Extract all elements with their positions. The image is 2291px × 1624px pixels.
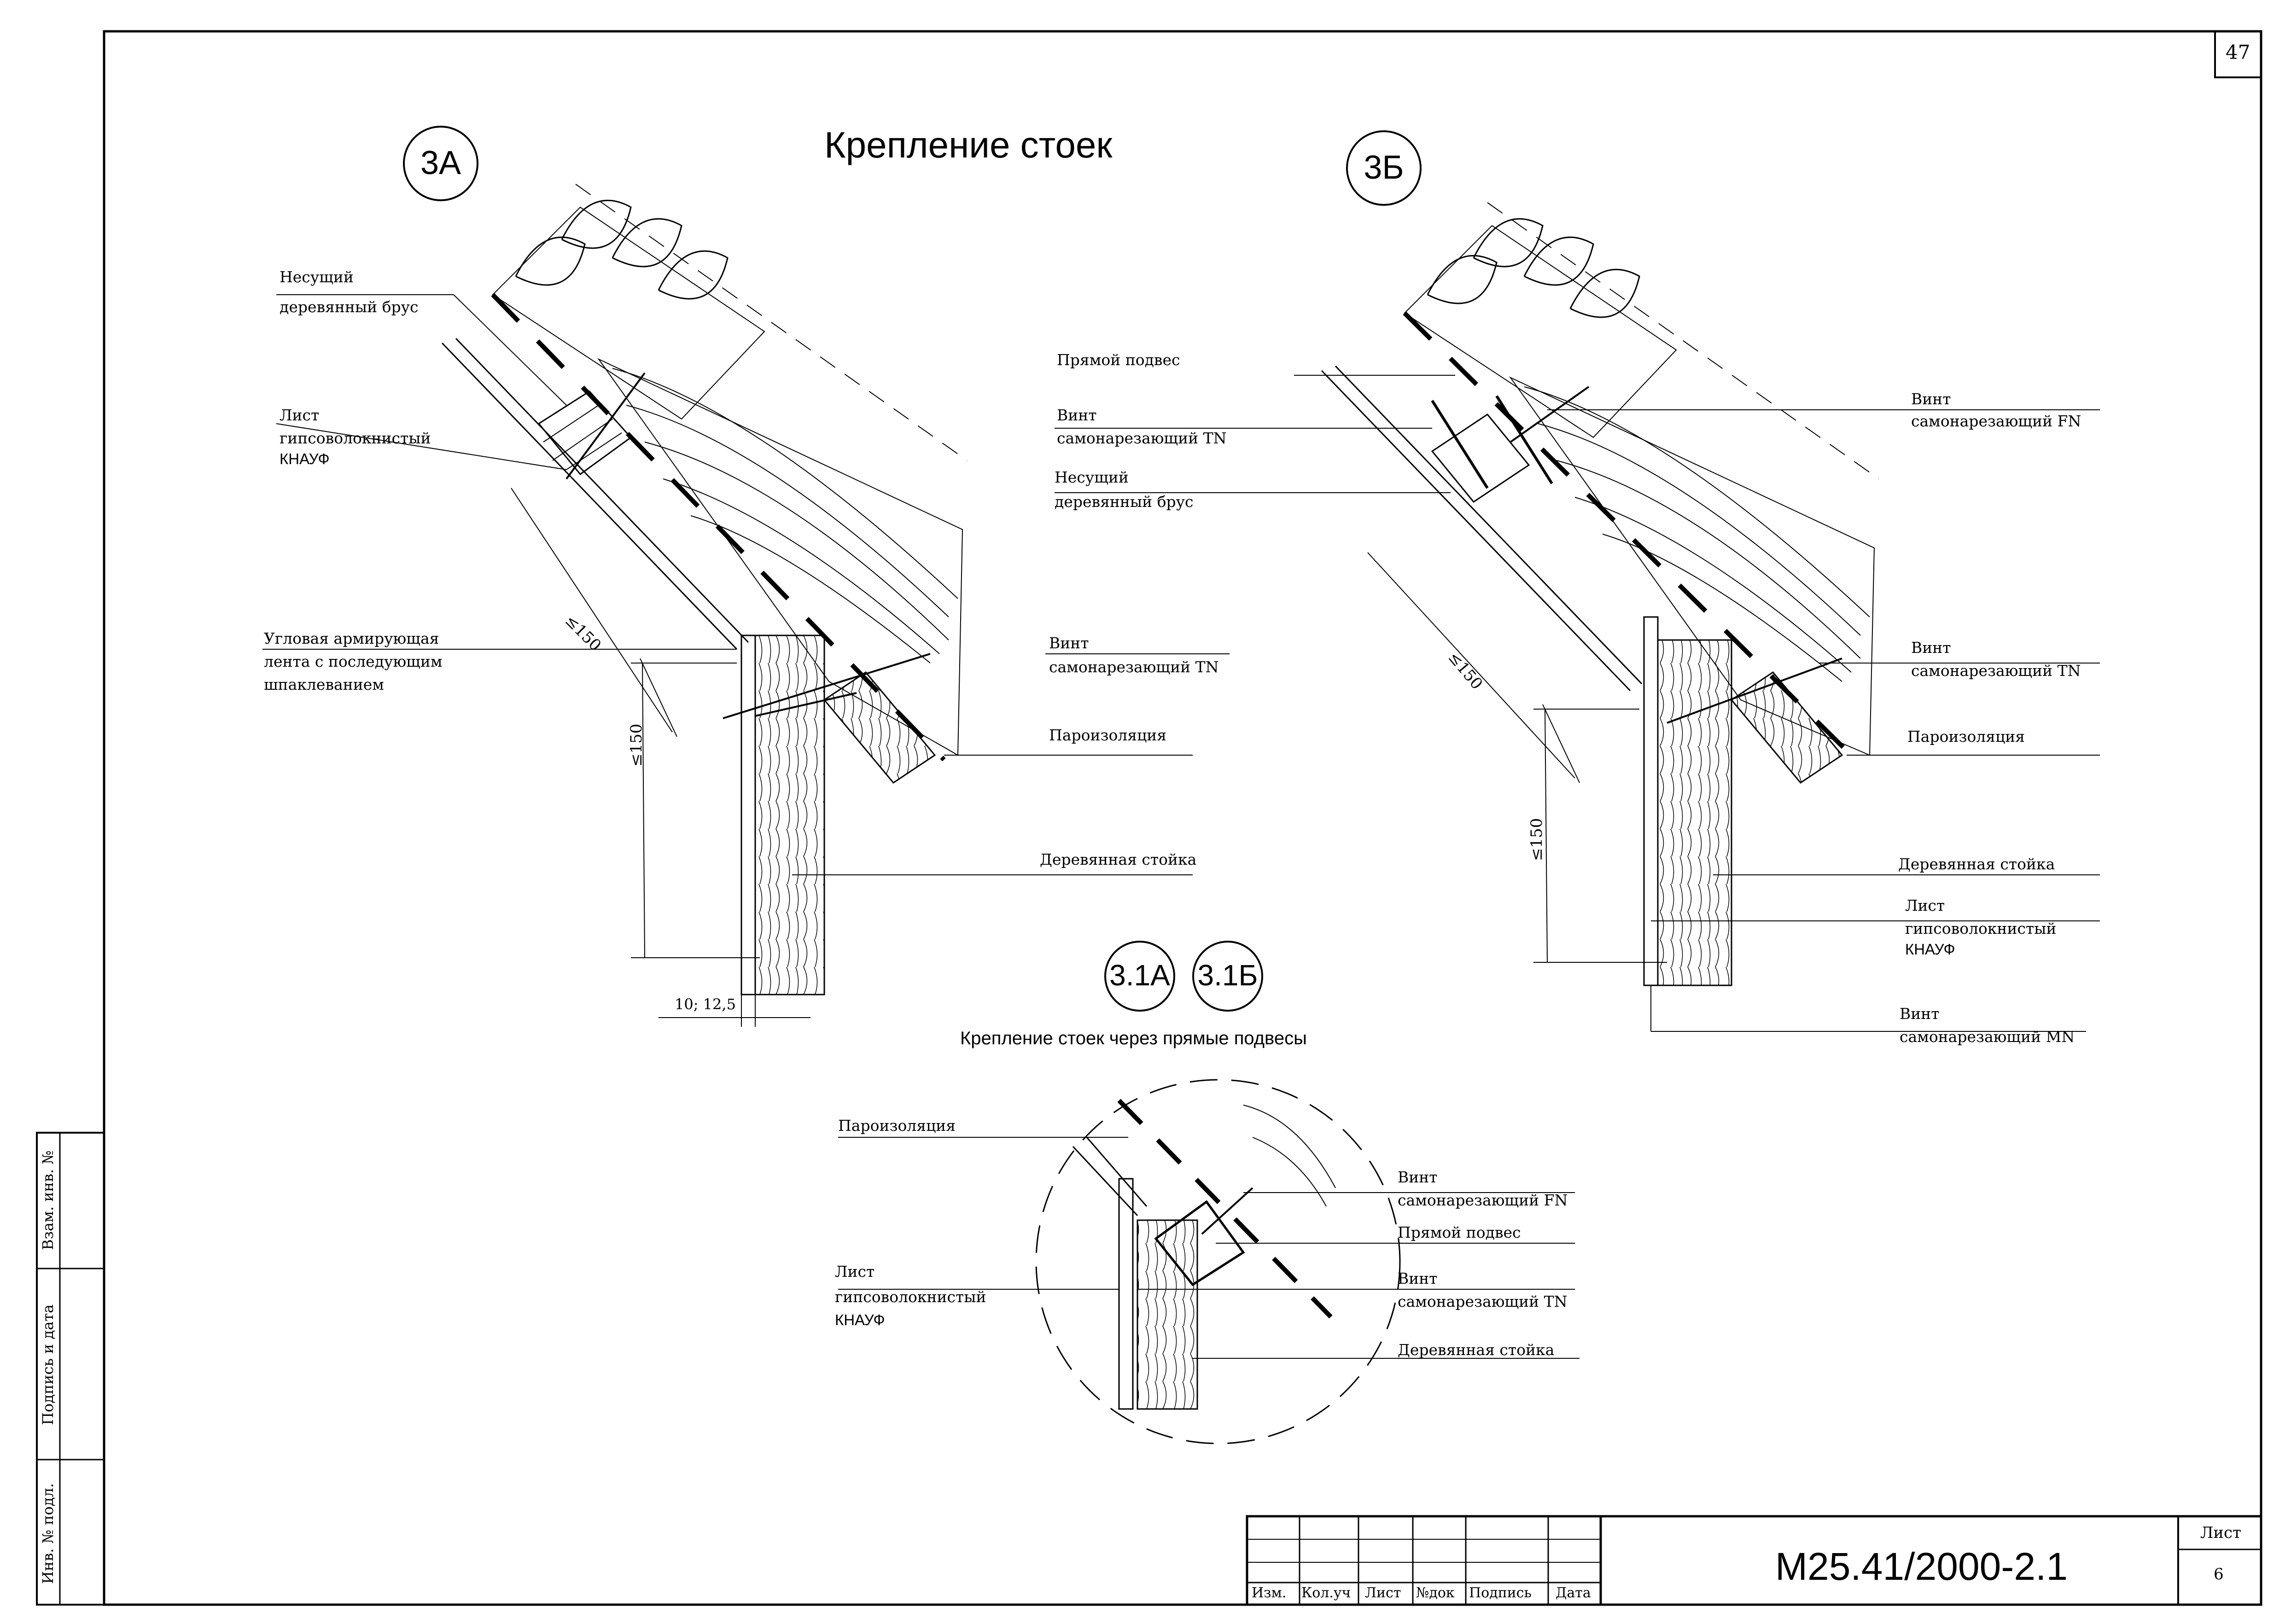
31-screw-fn-label-2: самонарезающий FN — [1398, 1191, 1568, 1209]
31-sheet-label-1: Лист — [835, 1263, 875, 1281]
3a-beam-label-1: Несущий — [280, 268, 354, 286]
3a-screw-label-2: самонарезающий TN — [1049, 658, 1219, 676]
3b-sheet-label-2: гипсоволокнистый — [1905, 920, 2057, 937]
3a-sheet-label-1: Лист — [280, 406, 320, 424]
detail-circles — [403, 126, 1422, 1012]
3b-screw-tn-label-2: самонарезающий TN — [1057, 429, 1227, 447]
3b-beam-label-1: Несущий — [1055, 468, 1129, 486]
3b-screw-fn-label-1: Винт — [1911, 390, 1951, 408]
31-sheet-label-2: гипсоволокнистый — [835, 1288, 986, 1306]
3a-tape-label-3: шпаклеванием — [264, 675, 384, 693]
tb-col-podpis: Подпись — [1469, 1585, 1532, 1601]
detail-3b-drawing — [1055, 202, 2100, 1032]
detail-mark-3-1b: 3.1Б — [1197, 959, 1258, 992]
detail-mark-3-1a: 3.1А — [1109, 959, 1170, 992]
31-sheet-label-3: КНАУФ — [835, 1311, 885, 1328]
3b-screw-fn-label-2: самонарезающий FN — [1911, 412, 2081, 430]
detail-3a-drawing — [262, 184, 1230, 1027]
stamp-sign-date: Подпись и дата — [39, 1304, 57, 1425]
page-title: Крепление стоек — [824, 124, 1113, 165]
3a-tape-label-2: лента с последующим — [264, 652, 443, 670]
3b-screw-tn2-label-2: самонарезающий TN — [1911, 662, 2081, 680]
stamp-exch-inv: Взам. инв. № — [39, 1150, 57, 1250]
sheet-number-top: 47 — [2226, 41, 2250, 64]
tb-col-list: Лист — [1365, 1585, 1401, 1601]
3a-vapor-label: Пароизоляция — [1049, 726, 1167, 744]
3b-vapor-label: Пароизоляция — [1907, 728, 2025, 745]
3a-sheet-label-2: гипсоволокнистый — [280, 429, 431, 447]
3a-dim-diag: ≤150 — [561, 611, 605, 655]
3b-beam-label-2: деревянный брус — [1055, 493, 1194, 511]
3b-hanger-label: Прямой подвес — [1057, 351, 1180, 369]
sheet-frame — [36, 30, 2262, 1606]
31-hanger-label: Прямой подвес — [1398, 1223, 1521, 1241]
3a-dim-thick: 10; 12,5 — [675, 995, 736, 1013]
3b-post-label: Деревянная стойка — [1898, 855, 2055, 873]
tb-col-kol: Кол.уч — [1301, 1585, 1351, 1601]
3b-sheet-label-1: Лист — [1905, 896, 1945, 914]
3b-screw-tn-label-1: Винт — [1057, 406, 1097, 424]
tb-sheet-label: Лист — [2200, 1524, 2241, 1542]
3b-screw-mn-label-1: Винт — [1900, 1005, 1940, 1023]
3a-dim-vert: ≤150 — [627, 723, 646, 767]
31-vapor-label: Пароизоляция — [838, 1117, 956, 1135]
31-screw-fn-label-1: Винт — [1398, 1168, 1438, 1186]
31-screw-tn-label-2: самонарезающий TN — [1398, 1292, 1568, 1310]
tb-col-data: Дата — [1556, 1585, 1591, 1601]
3a-beam-label-2: деревянный брус — [280, 298, 419, 316]
3b-sheet-label-3: КНАУФ — [1905, 941, 1955, 958]
detail-3-1-drawing — [838, 1079, 1580, 1444]
tb-col-ndok: №док — [1416, 1585, 1455, 1601]
3a-post-label: Деревянная стойка — [1040, 850, 1197, 868]
document-code: M25.41/2000-2.1 — [1775, 1545, 2068, 1588]
stamp-inv-orig: Инв. № подл. — [39, 1483, 57, 1584]
3a-sheet-label-3: КНАУФ — [280, 450, 330, 467]
3a-screw-label-1: Винт — [1049, 634, 1089, 652]
31-screw-tn-label-1: Винт — [1398, 1269, 1438, 1287]
3a-tape-label-1: Угловая армирующая — [264, 629, 439, 647]
3b-screw-mn-label-2: самонарезающий MN — [1900, 1028, 2075, 1046]
detail-mark-3b: 3Б — [1364, 149, 1404, 186]
tb-sheet-value: 6 — [2214, 1565, 2224, 1583]
page-subtitle: Крепление стоек через прямые подвесы — [960, 1028, 1307, 1048]
tb-col-izm: Изм. — [1252, 1585, 1287, 1601]
detail-mark-3a: 3А — [420, 145, 461, 181]
31-post-label: Деревянная стойка — [1398, 1341, 1555, 1359]
3b-dim-vert: ≤150 — [1527, 818, 1546, 861]
3b-screw-tn2-label-1: Винт — [1911, 639, 1951, 657]
3b-dim-diag: ≤150 — [1444, 648, 1487, 693]
